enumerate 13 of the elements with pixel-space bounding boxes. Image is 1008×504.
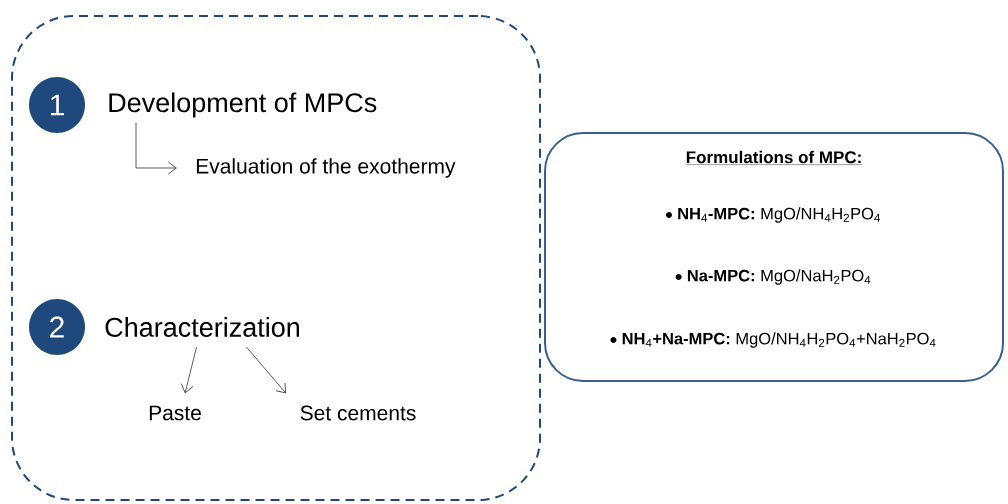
- dashed-group-box: [11, 15, 541, 501]
- arrow: [135, 122, 177, 175]
- step-title: Development of MPCs: [109, 92, 377, 118]
- panel-heading: Formulations of MPC:: [685, 150, 863, 165]
- arrow: [180, 346, 197, 394]
- step-title: Characterization: [105, 317, 299, 337]
- step-label: Paste: [149, 405, 201, 421]
- formula-item: NH$_{4}$-MPC: MgO/NH$_{4}$H$_{2}$PO$_{4}$: [665, 207, 880, 223]
- formula-item: NH$_{4}$+Na-MPC: MgO/NH$_{4}$H$_{2}$PO$_{4}$+NaH$_{2}$PO$_{4}$: [610, 332, 936, 348]
- arrow: [246, 346, 286, 394]
- step-label: Set cements: [300, 405, 416, 421]
- step-label: Evaluation of the exothermy: [196, 158, 456, 178]
- formula-item: Na-MPC: MgO/NaH$_{2}$PO$_{4}$: [675, 269, 871, 285]
